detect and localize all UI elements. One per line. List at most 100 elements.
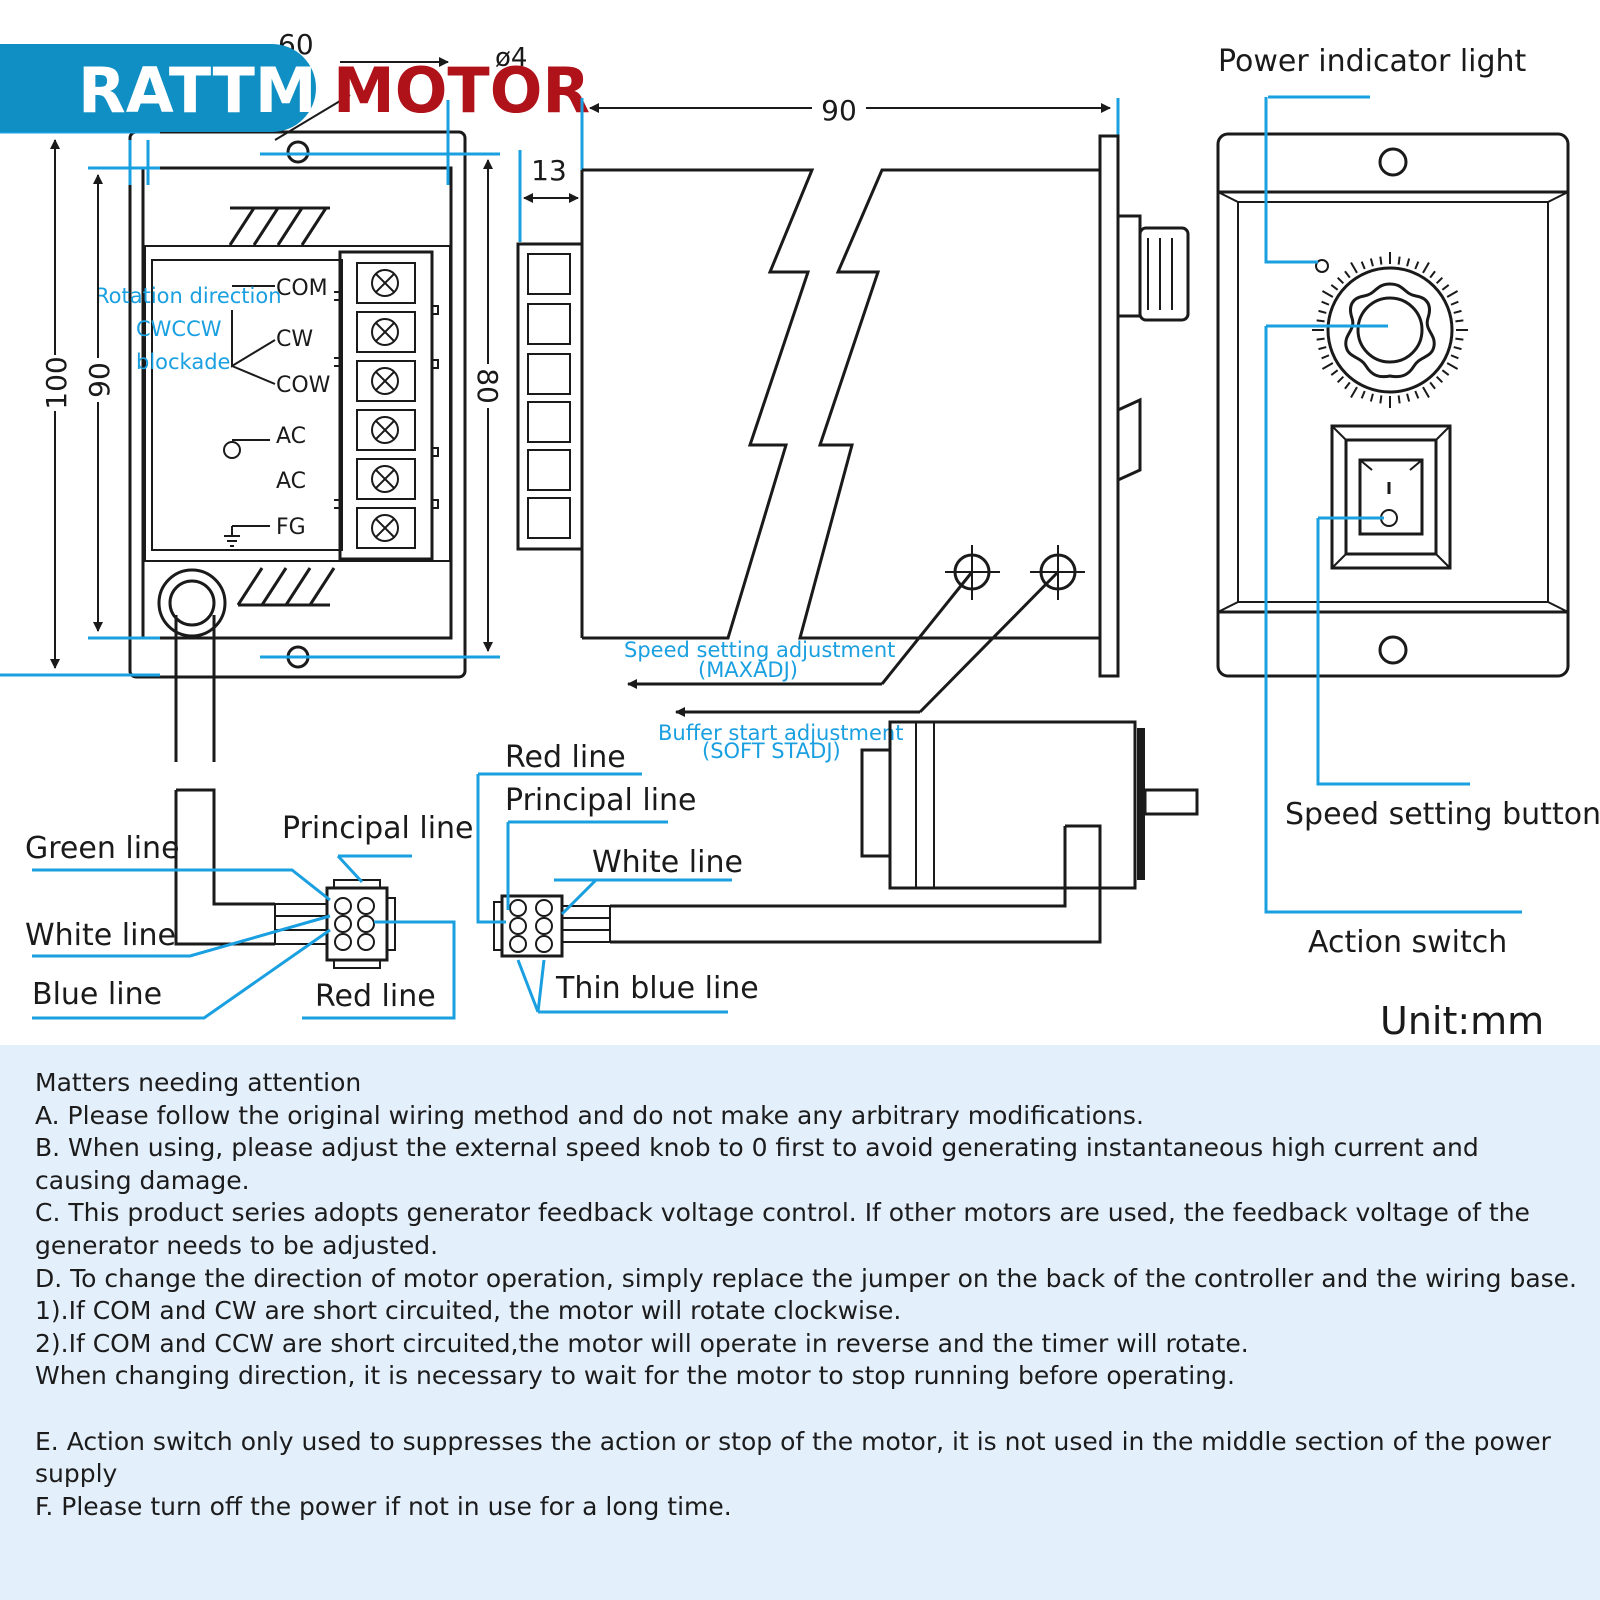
white-line-right-label: White line (592, 845, 743, 880)
note-b: B. When using, please adjust the externa… (35, 1133, 1479, 1195)
note-d1: 1).If COM and CW are short circuited, th… (35, 1296, 902, 1326)
notes-title: Matters needing attention (35, 1068, 362, 1097)
dimensions-left: 100 90 80 60 ø4 (0, 28, 527, 677)
principal-line-right-label: Principal line (505, 783, 697, 818)
dial-tick (1321, 354, 1330, 360)
terminal-com: COM (276, 276, 328, 301)
controller-panel-view (1216, 95, 1570, 914)
dial-tick (1453, 346, 1462, 351)
white-line-left-label: White line (25, 918, 176, 953)
brand-logo: RATTM MOTOR (0, 44, 590, 132)
controller-side-view: 90 13 (516, 92, 1190, 717)
dial-tick (1330, 369, 1339, 376)
dial-tick (1406, 258, 1411, 267)
note-spacer (35, 1393, 1580, 1426)
maxadj-label: Speed setting adjustment (624, 638, 895, 662)
dial-tick (1344, 381, 1351, 390)
dial-tick (1316, 337, 1325, 341)
terminal-screws (356, 262, 416, 549)
maxadj-code: (MAXADJ) (698, 658, 798, 682)
dial-tick (1369, 393, 1374, 402)
terminal-ac-2: AC (276, 469, 306, 494)
brand-rattm: RATTM (78, 54, 317, 127)
dim-90-side: 90 (83, 362, 116, 398)
red-line-left-label: Red line (315, 979, 436, 1014)
terminal-ac-1: AC (276, 424, 306, 449)
dial-tick (1414, 390, 1420, 399)
dial-tick (1318, 346, 1327, 351)
dial-tick (1379, 256, 1383, 265)
dial-ticks (1312, 252, 1468, 408)
brand-motor: MOTOR (333, 54, 590, 127)
power-indicator-label: Power indicator light (1218, 44, 1527, 79)
dim-100: 100 (40, 356, 73, 409)
note-d: D. To change the direction of motor oper… (35, 1263, 1577, 1293)
terminal-cw: CW (276, 327, 313, 352)
rotation-direction-label: Rotation direction (95, 284, 282, 308)
dial-tick (1422, 386, 1430, 399)
dim-4: ø4 (495, 43, 527, 73)
note-e: E. Action switch only used to suppresses… (35, 1426, 1551, 1489)
dial-tick (1446, 290, 1459, 298)
dial-tick (1446, 362, 1459, 370)
dial-tick (1429, 381, 1436, 390)
soft-start-code: (SOFT STADJ) (702, 739, 841, 763)
dial-tick (1450, 354, 1459, 360)
dial-tick (1429, 270, 1436, 279)
controller-front-view (128, 94, 467, 946)
dial-tick (1379, 395, 1383, 404)
dial-tick (1455, 337, 1464, 341)
dial-tick (1350, 386, 1358, 399)
dial-tick (1360, 261, 1366, 270)
terminal-labels: Rotation direction CWCCW blockade COM CW… (95, 276, 331, 540)
principal-line-left-label: Principal line (282, 811, 474, 846)
blockade-label: blockade (136, 350, 230, 374)
note-f: F. Please turn off the power if not in u… (35, 1491, 732, 1521)
note-d2: 2).If COM and CCW are short circuited,th… (35, 1328, 1249, 1358)
dial-tick (1336, 375, 1345, 384)
note-c: C. This product series adopts generator … (35, 1198, 1530, 1260)
dial-tick (1441, 369, 1450, 376)
dial-tick (1321, 300, 1330, 306)
blue-line-label: Blue line (32, 977, 162, 1012)
thin-blue-line-label: Thin blue line (555, 971, 759, 1006)
terminal-cow: COW (276, 373, 331, 398)
action-switch-label: Action switch (1308, 925, 1507, 960)
dim-90-top: 90 (821, 94, 857, 127)
terminal-fg: FG (276, 515, 306, 540)
unit-label: Unit:mm (1380, 999, 1544, 1043)
dim-13: 13 (531, 154, 567, 187)
dial-tick (1453, 309, 1462, 314)
dial-tick (1450, 300, 1459, 306)
speed-button-label: Speed setting button (1285, 797, 1600, 832)
dial-tick (1441, 284, 1450, 291)
note-a: A. Please follow the original wiring met… (35, 1100, 1144, 1130)
panel-labels: Power indicator light Speed setting butt… (1218, 44, 1600, 1043)
dial-tick (1350, 261, 1358, 274)
dial-tick (1330, 284, 1339, 291)
note-d3: When changing direction, it is necessary… (35, 1361, 1235, 1391)
dial-tick (1397, 256, 1401, 265)
dim-80: 80 (471, 368, 504, 404)
knob-icon[interactable] (1344, 282, 1436, 379)
dial-tick (1318, 309, 1327, 314)
trimmer-labels: Speed setting adjustment (MAXADJ) Buffer… (624, 638, 903, 763)
dial-tick (1397, 395, 1401, 404)
dial-tick (1360, 390, 1366, 399)
dial-tick (1414, 261, 1420, 270)
dial-tick (1455, 319, 1464, 323)
dial-tick (1435, 375, 1444, 384)
dial-tick (1422, 261, 1430, 274)
motor-and-connectors (32, 720, 1199, 1020)
dial-tick (1406, 393, 1411, 402)
dial-tick (1321, 362, 1334, 370)
soft-start-label: Buffer start adjustment (658, 721, 903, 745)
wiring-diagram: Rotation direction CWCCW blockade COM CW… (0, 28, 1600, 1043)
green-line-label: Green line (25, 831, 180, 866)
dial-tick (1336, 276, 1345, 285)
cwccw-label: CWCCW (136, 317, 222, 341)
dial-tick (1344, 270, 1351, 279)
red-line-right-label: Red line (505, 740, 626, 775)
dial-tick (1321, 290, 1334, 298)
notes-panel: Matters needing attention A. Please foll… (0, 1045, 1600, 1600)
